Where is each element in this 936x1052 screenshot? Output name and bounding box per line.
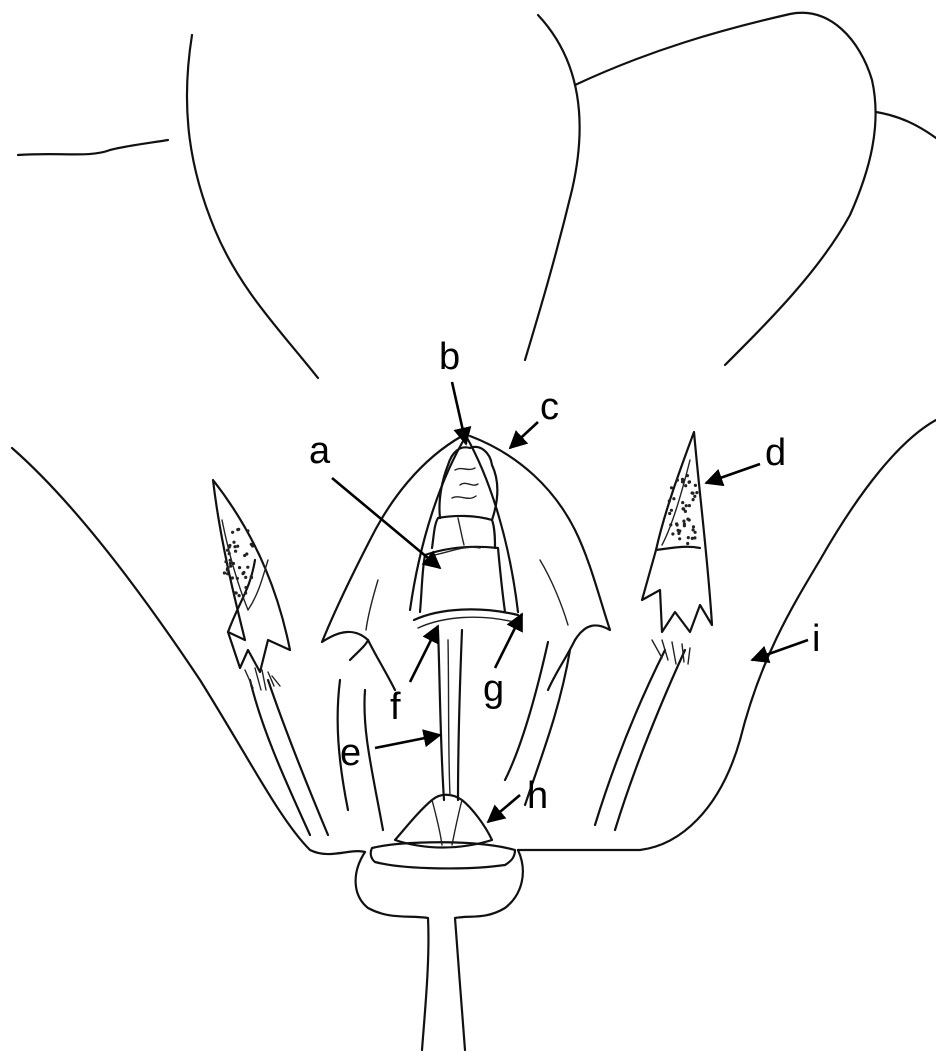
pistil <box>414 447 518 800</box>
leader-a <box>332 478 440 568</box>
leader-c <box>510 422 538 448</box>
label-a: a <box>309 430 331 472</box>
leader-i <box>752 640 808 660</box>
leader-arrows <box>332 382 808 822</box>
nectary-disk <box>395 795 492 848</box>
label-d: d <box>765 432 786 474</box>
label-c: c <box>540 386 559 428</box>
label-b: b <box>439 336 460 378</box>
label-f: f <box>390 686 401 728</box>
petal-outlines <box>12 13 936 854</box>
label-i: i <box>812 618 820 660</box>
leader-e <box>375 735 440 748</box>
left-stamen <box>213 480 328 835</box>
label-h: h <box>527 775 548 817</box>
right-stamen <box>595 432 712 830</box>
label-e: e <box>340 732 361 774</box>
label-g: g <box>483 668 504 710</box>
leader-g <box>495 614 522 668</box>
leader-h <box>488 795 520 822</box>
leader-b <box>452 382 466 444</box>
receptacle <box>356 842 523 1050</box>
anther-stippling <box>223 474 699 597</box>
leader-d <box>706 464 760 483</box>
hood-tepals <box>322 436 610 642</box>
leader-f <box>410 626 438 682</box>
